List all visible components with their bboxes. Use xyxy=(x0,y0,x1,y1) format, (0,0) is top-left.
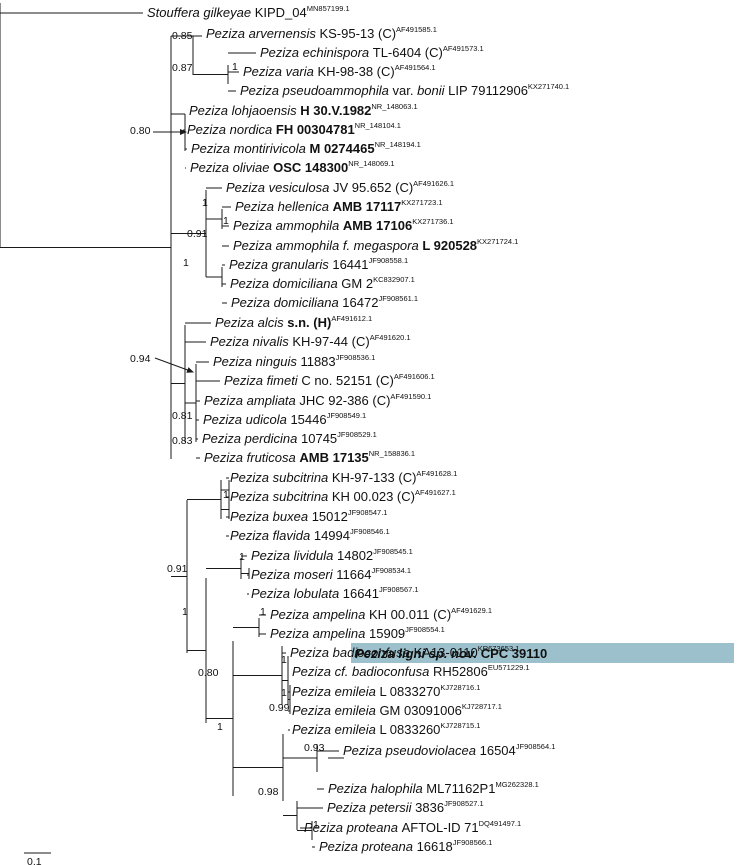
taxon-label: Peziza fruticosa AMB 17135NR_158836.1 xyxy=(204,449,415,465)
taxon-label: Peziza cf. badioconfusa RH52806EU571229.… xyxy=(292,663,530,679)
support-value: 0.94 xyxy=(130,353,151,365)
taxon-label: Peziza domiciliana GM 2KC832907.1 xyxy=(230,275,415,291)
taxon-label: Peziza ninguis 11883JF908536.1 xyxy=(213,353,375,369)
support-value: 0.91 xyxy=(167,563,188,575)
taxon-label: Peziza pseudoviolacea 16504JF908564.1 xyxy=(343,742,555,758)
annotation-arrows xyxy=(153,129,194,373)
taxon-label: Peziza perdicina 10745JF908529.1 xyxy=(202,430,377,446)
support-value: 1 xyxy=(232,61,238,73)
taxon-label: Peziza varia KH-98-38 (C)AF491564.1 xyxy=(243,63,436,79)
taxon-label: Peziza moseri 11664JF908534.1 xyxy=(251,566,411,582)
taxon-label: Peziza ammophila f. megaspora L 920528KX… xyxy=(233,237,518,253)
taxon-label: Peziza subcitrina KH 00.023 (C)AF491627.… xyxy=(230,488,456,504)
support-value: 0.99 xyxy=(269,702,290,714)
support-value: 1 xyxy=(183,257,189,269)
taxon-label: Peziza udicola 15446JF908549.1 xyxy=(203,411,366,427)
support-value: 1 xyxy=(260,606,266,618)
support-value: 0.91 xyxy=(187,228,208,240)
support-value: 0.93 xyxy=(304,742,325,754)
scale-bar: 0.1 xyxy=(24,852,51,865)
taxon-label: Peziza lohjaoensis H 30.V.1982NR_148063.… xyxy=(189,102,418,118)
taxon-label: Peziza arvernensis KS-95-13 (C)AF491585.… xyxy=(206,25,437,41)
support-value: 0.81 xyxy=(172,410,193,422)
taxon-label: Peziza emileia L 0833270KJ728716.1 xyxy=(292,683,480,699)
taxon-label: Peziza ampelina 15909JF908554.1 xyxy=(270,625,445,641)
taxon-label: Peziza ampliata JHC 92-386 (C)AF491590.1 xyxy=(204,392,431,408)
taxon-label: Peziza ligni sp. nov. CPC 39110 xyxy=(355,646,547,661)
taxon-label: Peziza proteana 16618JF908566.1 xyxy=(319,838,492,854)
support-value: 1 xyxy=(281,687,287,699)
highlight-box xyxy=(351,643,734,663)
taxon-label: Peziza flavida 14994JF908546.1 xyxy=(230,527,390,543)
support-value: 1 xyxy=(223,215,229,227)
taxon-label: Peziza halophila ML71162P1MG262328.1 xyxy=(328,780,539,796)
taxon-label: Peziza emileia L 0833260KJ728715.1 xyxy=(292,721,480,737)
taxon-label: Peziza echinispora TL-6404 (C)AF491573.1 xyxy=(260,44,484,60)
scale-bar-label: 0.1 xyxy=(27,856,42,865)
support-value: 0.87 xyxy=(172,62,193,74)
support-value: 1 xyxy=(313,819,319,831)
taxon-label: Peziza alcis s.n. (H)AF491612.1 xyxy=(215,314,372,330)
support-arrow xyxy=(154,357,194,373)
support-value: 1 xyxy=(217,721,223,733)
taxon-label: Stouffera gilkeyae KIPD_04MN857199.1 xyxy=(147,4,350,20)
taxon-label: Peziza oliviae OSC 148300NR_148069.1 xyxy=(190,159,395,175)
support-value: 1 xyxy=(281,654,287,666)
support-value: 0.98 xyxy=(258,786,279,798)
taxon-label: Peziza nivalis KH-97-44 (C)AF491620.1 xyxy=(210,333,411,349)
taxon-label: Peziza petersii 3836JF908527.1 xyxy=(327,799,484,815)
taxon-label: Peziza fimeti C no. 52151 (C)AF491606.1 xyxy=(224,372,435,388)
taxon-label: Peziza proteana AFTOL-ID 71DQ491497.1 xyxy=(304,819,521,835)
support-value: 1 xyxy=(239,551,245,563)
support-value: 1 xyxy=(182,606,188,618)
taxon-label: Peziza vesiculosa JV 95.652 (C)AF491626.… xyxy=(226,179,454,195)
taxon-label: Peziza emileia GM 03091006KJ728717.1 xyxy=(292,702,502,718)
support-value: 0.80 xyxy=(130,125,151,137)
support-value: 0.85 xyxy=(172,30,193,42)
taxon-label: Peziza pseudoammophila var. bonii LIP 79… xyxy=(240,82,569,98)
taxon-label: Peziza badioconfusa KA13-0110KR673653.1 xyxy=(290,644,519,660)
taxon-label: Peziza domiciliana 16472JF908561.1 xyxy=(231,294,418,310)
taxon-label: Peziza lobulata 16641JF908567.1 xyxy=(251,585,419,601)
support-values: 0.85 0.87 1 0.80 1 1 0.91 1 0.94 0.81 0.83 1 0.91 1 1 0… xyxy=(130,30,325,831)
taxon-label: Peziza ampelina KH 00.011 (C)AF491629.1 xyxy=(270,606,492,622)
taxon-label: Peziza montirivicola M 0274465NR_148194.… xyxy=(191,140,421,156)
taxon-label: Peziza buxea 15012JF908547.1 xyxy=(230,508,387,524)
support-value: 0.80 xyxy=(198,667,219,679)
taxon-label: Peziza ammophila AMB 17106KX271736.1 xyxy=(233,217,454,233)
taxon-labels: Stouffera gilkeyae KIPD_04MN857199.1Pezi… xyxy=(147,4,569,854)
taxon-label: Peziza nordica FH 00304781NR_148104.1 xyxy=(187,121,401,137)
support-value: 1 xyxy=(202,197,208,209)
taxon-label: Peziza granularis 16441JF908558.1 xyxy=(229,256,408,272)
taxon-label: Peziza subcitrina KH-97-133 (C)AF491628.… xyxy=(230,469,457,485)
taxon-label: Peziza lividula 14802JF908545.1 xyxy=(251,547,413,563)
taxon-label: Peziza hellenica AMB 17117KX271723.1 xyxy=(235,198,443,214)
support-value: 0.83 xyxy=(172,435,193,447)
support-value: 1 xyxy=(223,489,229,501)
